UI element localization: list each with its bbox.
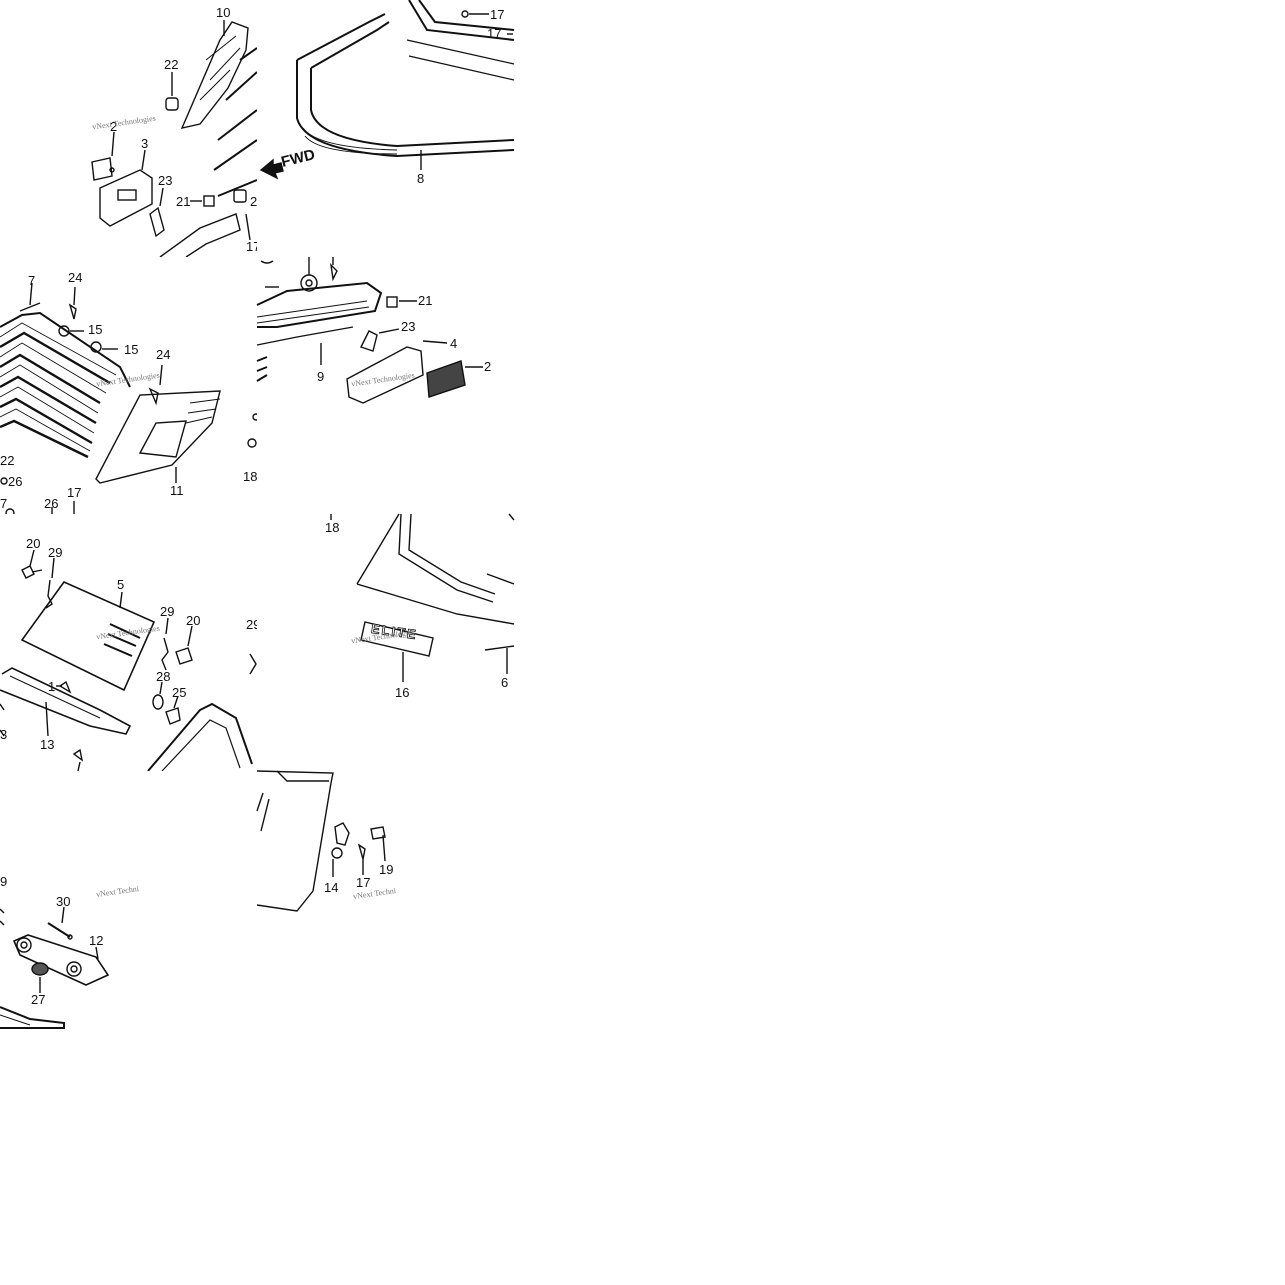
diagram-tile-2: 17 17 8 FWD	[257, 0, 515, 257]
callout-label: 26	[44, 496, 59, 511]
tile-5-drawing	[0, 549, 257, 772]
callout-label: 17	[490, 7, 505, 22]
callout-label: 22	[164, 57, 179, 72]
callout-label: 13	[40, 737, 55, 752]
diagram-tile-8: 14 17 19 vNext Techni	[256, 770, 407, 921]
callout-label: 12	[89, 933, 104, 948]
tile-4-drawing	[256, 257, 483, 404]
callout-label: 9	[0, 874, 8, 889]
callout-label: 7	[0, 496, 8, 511]
callout-label: 24	[68, 270, 83, 285]
callout-label: 8	[417, 171, 425, 186]
callout-label: 1	[48, 679, 56, 694]
callout-label: 7	[28, 273, 36, 288]
callout-label: 2	[110, 119, 118, 134]
callout-label: 4	[450, 336, 458, 351]
diagram-tile-4: 21 23 4 2 9 vNext Technologies	[256, 257, 514, 514]
tile-3-drawing	[0, 282, 260, 518]
callout-label: 29	[48, 545, 63, 560]
callout-label: 6	[501, 675, 509, 690]
callout-label: 17	[487, 26, 502, 41]
callout-label: 17	[246, 239, 261, 254]
callout-label: 23	[401, 319, 416, 334]
callout-label: 10	[216, 5, 231, 20]
callout-label: 17	[67, 485, 82, 500]
callout-label: 15	[88, 322, 103, 337]
callout-label: 27	[31, 992, 46, 1007]
tile-1-drawing	[91, 20, 258, 258]
callout-label: 20	[26, 536, 41, 551]
callout-label: 21	[176, 194, 191, 209]
callout-label: 16	[395, 685, 410, 700]
callout-label: 20	[186, 613, 201, 628]
diagram-tile-1: 10 22 2 3 23 21 2 17 vNext Technologies	[0, 0, 261, 258]
callout-label: 18	[243, 469, 258, 484]
callout-label: 21	[418, 293, 433, 308]
callout-label: 2	[484, 359, 492, 374]
tile-2-drawing	[259, 0, 515, 180]
callout-label: 3	[141, 136, 149, 151]
callout-label: 22	[0, 453, 15, 468]
callout-label: 15	[124, 342, 139, 357]
diagram-tile-5: 20 29 5 29 20 28 25 1 13 3 29 vNext Tech…	[0, 514, 261, 772]
tile-6-drawing	[330, 513, 515, 682]
callout-label: 14	[324, 880, 339, 895]
callout-label: 29	[246, 617, 261, 632]
callout-label: 23	[158, 173, 173, 188]
callout-label: 28	[156, 669, 171, 684]
callout-label: 2	[250, 194, 258, 209]
callout-label: 30	[56, 894, 71, 909]
diagram-tile-7: 9 30 12 27 vNext Techni	[0, 771, 257, 1029]
callout-label: 17	[356, 875, 371, 890]
tile-7-drawing	[0, 771, 257, 1029]
callout-label: 25	[172, 685, 187, 700]
callout-label: 19	[379, 862, 394, 877]
callout-label: 9	[317, 369, 325, 384]
callout-label: 18	[325, 520, 340, 535]
diagram-tile-6: 18 16 6 ELITE vNext Technologies	[257, 513, 515, 771]
callout-label: 24	[156, 347, 171, 362]
tile-8-drawing	[256, 770, 386, 912]
callout-label: 29	[160, 604, 175, 619]
callout-label: 5	[117, 577, 125, 592]
callout-label: 26	[8, 474, 23, 489]
callout-label: 3	[0, 727, 8, 742]
callout-label: 11	[170, 483, 184, 498]
diagram-tile-3: 7 24 15 15 24 22 26 7 26 17 11 18 vNext …	[0, 257, 260, 518]
